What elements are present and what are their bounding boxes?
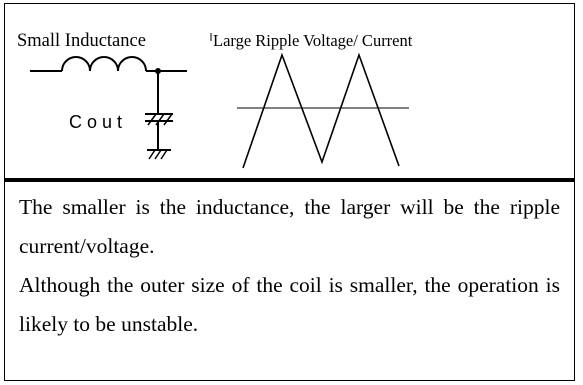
figure-frame: Small Inductance Large Ripple Voltage/ C… bbox=[4, 3, 575, 381]
ripple-waveform bbox=[242, 52, 400, 169]
description-paragraph-1: The smaller is the inductance, the large… bbox=[19, 195, 560, 258]
ripple-label: Large Ripple Voltage/ Current bbox=[213, 31, 413, 50]
inductor-coil bbox=[61, 56, 147, 72]
diagram-area: Small Inductance Large Ripple Voltage/ C… bbox=[5, 4, 574, 178]
capacitor-label: C o u t bbox=[69, 112, 122, 132]
diagram-svg: Small Inductance Large Ripple Voltage/ C… bbox=[17, 31, 413, 169]
description-text: The smaller is the inductance, the large… bbox=[19, 188, 560, 344]
description-paragraph-2: Although the outer size of the coil is s… bbox=[19, 273, 560, 336]
ground-symbol bbox=[147, 149, 171, 160]
inductor-label: Small Inductance bbox=[17, 31, 146, 51]
section-divider bbox=[5, 178, 574, 182]
